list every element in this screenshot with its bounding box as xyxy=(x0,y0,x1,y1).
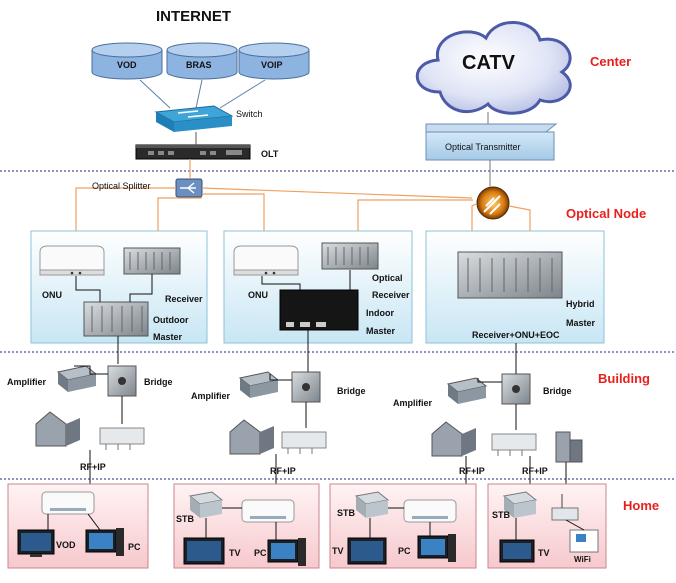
home3-tv xyxy=(347,537,387,565)
zone-home: Home xyxy=(623,498,660,513)
zone-optical-node: Optical Node xyxy=(566,206,647,221)
home4-tv xyxy=(499,539,535,563)
amplifier-device-2 xyxy=(238,371,280,398)
home3-pc xyxy=(417,534,456,562)
db-links xyxy=(139,79,266,109)
optical-receiver-device-2 xyxy=(321,242,379,270)
database-voip xyxy=(238,42,310,80)
rfip-label-1: RF+IP xyxy=(80,462,106,472)
home2-tv xyxy=(183,537,225,565)
switch-device xyxy=(154,105,234,132)
optical-transmitter-label: Optical Transmitter xyxy=(445,142,521,152)
outdoor-master-device xyxy=(83,301,149,337)
onu-label-2: ONU xyxy=(248,290,268,300)
home2-tv-label: TV xyxy=(229,548,241,558)
optical-label: Optical xyxy=(372,273,403,283)
receiver-onu-eoc-label: Receiver+ONU+EOC xyxy=(472,330,560,340)
database-bras xyxy=(166,42,238,80)
home1-tv xyxy=(17,529,55,557)
bridge-label-2: Bridge xyxy=(337,386,366,396)
amplifier-device-3 xyxy=(446,377,488,404)
home3-tv-label: TV xyxy=(332,546,344,556)
home3-stb xyxy=(354,491,390,518)
db-label-voip: VOIP xyxy=(261,60,283,70)
home2-onu xyxy=(241,499,295,523)
amplifier-label-2: Amplifier xyxy=(191,391,231,401)
amplifier-device-1 xyxy=(56,365,98,392)
home3-pc-label: PC xyxy=(398,546,411,556)
rfip-label-3: RF+IP xyxy=(459,466,485,476)
indoor-label: Indoor xyxy=(366,308,394,318)
home1-onu xyxy=(41,491,95,515)
home2-pc xyxy=(267,538,306,566)
onu-device-2 xyxy=(233,245,299,276)
home1-pc xyxy=(85,528,124,556)
rfip-label-2: RF+IP xyxy=(270,466,296,476)
home4-stb xyxy=(502,491,538,518)
bridge-label-3: Bridge xyxy=(543,386,572,396)
zone-building: Building xyxy=(598,371,650,386)
amplifier-label-3: Amplifier xyxy=(393,398,433,408)
optical-transmitter-device xyxy=(425,123,558,161)
tap-2 xyxy=(281,431,327,454)
receiver-device-1 xyxy=(123,247,181,275)
tap-3 xyxy=(491,433,537,456)
zone-center: Center xyxy=(590,54,632,69)
database-vod xyxy=(91,42,163,80)
bridge-device-3 xyxy=(501,373,531,405)
hybrid-master-device xyxy=(457,251,563,299)
optical-node-orb xyxy=(476,186,510,220)
catv-cloud xyxy=(415,21,572,115)
home4-router xyxy=(551,494,579,521)
master-label-3: Master xyxy=(566,318,596,328)
catv-label: CATV xyxy=(462,52,515,74)
home4-laptop xyxy=(569,529,599,553)
home3-stb-label: STB xyxy=(337,508,355,518)
db-label-vod: VOD xyxy=(117,60,137,70)
house-3 xyxy=(431,421,476,457)
indoor-master-device xyxy=(279,289,359,331)
zone-dividers xyxy=(0,170,676,480)
building-tower xyxy=(555,431,583,463)
tap-1 xyxy=(99,427,145,450)
hybrid-label: Hybrid xyxy=(566,299,595,309)
bridge-device-2 xyxy=(291,371,321,403)
receiver-label-1: Receiver xyxy=(165,294,203,304)
page-title: INTERNET xyxy=(156,8,231,25)
home4-tv-label: TV xyxy=(538,548,550,558)
home2-stb-label: STB xyxy=(176,514,194,524)
house-2 xyxy=(229,419,274,455)
onu-label-1: ONU xyxy=(42,290,62,300)
home4-stb-label: STB xyxy=(492,510,510,520)
outdoor-label: Outdoor xyxy=(153,315,189,325)
amplifier-label-1: Amplifier xyxy=(7,377,47,387)
home1-pc-label: PC xyxy=(128,542,141,552)
bridge-device-1 xyxy=(107,365,137,397)
home2-stb xyxy=(188,491,224,518)
home1-vod-label: VOD xyxy=(56,540,76,550)
optical-splitter-label: Optical Splitter xyxy=(92,181,151,191)
master-label-2: Master xyxy=(366,326,396,336)
olt-device xyxy=(135,144,251,160)
optical-splitter-device xyxy=(175,178,203,198)
db-label-bras: BRAS xyxy=(186,60,212,70)
olt-label: OLT xyxy=(261,149,279,159)
bridge-label-1: Bridge xyxy=(144,377,173,387)
home4-wifi-label: WiFi xyxy=(574,555,591,564)
master-label-1: Master xyxy=(153,332,183,342)
switch-label: Switch xyxy=(236,109,263,119)
rfip-label-4: RF+IP xyxy=(522,466,548,476)
onu-device-1 xyxy=(39,245,105,276)
home3-onu xyxy=(403,499,457,523)
house-1 xyxy=(35,411,80,447)
receiver-label-2: Receiver xyxy=(372,290,410,300)
home2-pc-label: PC xyxy=(254,548,267,558)
